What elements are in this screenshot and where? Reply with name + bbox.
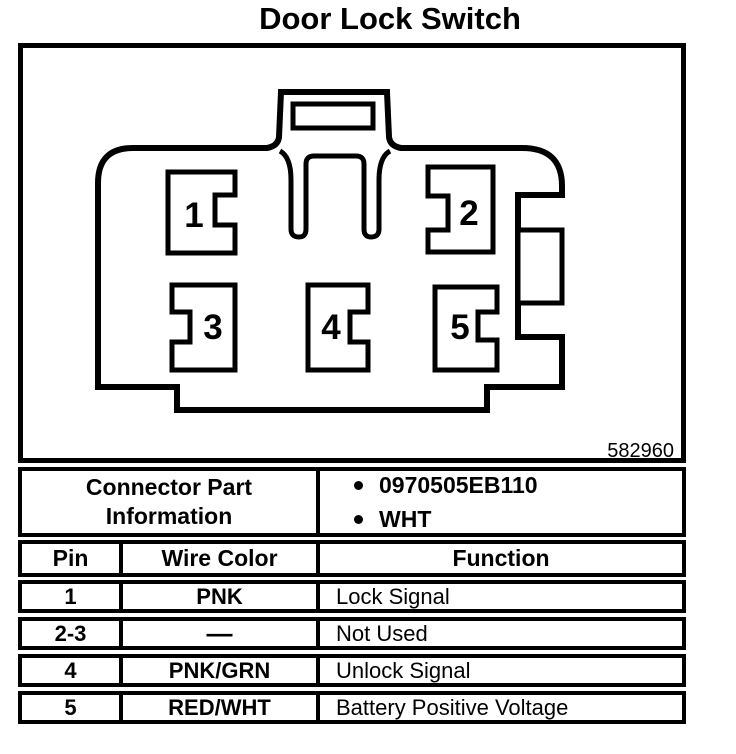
pin-cavity-1 — [165, 169, 238, 256]
table-header-row: Pin Wire Color Function — [18, 540, 686, 577]
latch-channel — [278, 148, 392, 240]
function-cell: Not Used — [336, 621, 428, 646]
pin-label-1: 1 — [184, 196, 203, 235]
bullet-icon — [354, 514, 363, 524]
pin-cavity-3 — [169, 282, 238, 373]
pin-label-5: 5 — [450, 308, 469, 347]
header-wire-color: Wire Color — [123, 544, 320, 573]
figure-number: 582960 — [607, 440, 674, 462]
bullet-icon — [354, 480, 363, 490]
latch-slot — [290, 101, 376, 131]
function-cell: Lock Signal — [336, 584, 450, 609]
pin-cavity-5 — [432, 284, 500, 373]
wire-cell: PNK — [123, 584, 320, 609]
connector-color: WHT — [379, 505, 432, 532]
pin-cavity-2 — [425, 164, 496, 255]
part-info-label-line1: Connector Part — [85, 474, 253, 501]
connector-color-line: WHT — [354, 506, 431, 533]
part-info-label-line2: Information — [105, 503, 233, 529]
page-title: Door Lock Switch — [259, 1, 521, 36]
keying-rib — [515, 227, 565, 306]
part-info-values: 0970505EB110 WHT — [320, 471, 682, 533]
part-info-row: Connector Part Information 0970505EB110 … — [18, 467, 686, 537]
table-row: 5 RED/WHT Battery Positive Voltage — [18, 691, 686, 724]
pin-cell: 1 — [22, 584, 123, 609]
pin-label-2: 2 — [459, 194, 478, 233]
pin-label-4: 4 — [321, 308, 341, 347]
header-pin: Pin — [22, 544, 123, 573]
wire-cell: — — [123, 621, 320, 646]
figure-border — [18, 43, 686, 463]
pin-cavity-4 — [305, 282, 371, 373]
table-row: 1 PNK Lock Signal — [18, 580, 686, 613]
pin-cell: 5 — [22, 695, 123, 720]
pin-cell: 4 — [22, 658, 123, 683]
pin-cell: 2-3 — [22, 621, 123, 646]
part-number: 0970505EB110 — [379, 471, 538, 498]
function-cell: Unlock Signal — [336, 658, 471, 683]
function-cell: Battery Positive Voltage — [336, 695, 569, 720]
table-row: 2-3 — Not Used — [18, 617, 686, 650]
wire-cell: RED/WHT — [123, 695, 320, 720]
part-info-label: Connector Part Information — [22, 471, 320, 533]
wire-cell: PNK/GRN — [123, 658, 320, 683]
pin-label-3: 3 — [203, 308, 222, 347]
header-function: Function — [452, 545, 550, 571]
part-number-line: 0970505EB110 — [354, 472, 538, 499]
connector-pinout-table: Connector Part Information 0970505EB110 … — [18, 467, 686, 728]
table-row: 4 PNK/GRN Unlock Signal — [18, 654, 686, 687]
